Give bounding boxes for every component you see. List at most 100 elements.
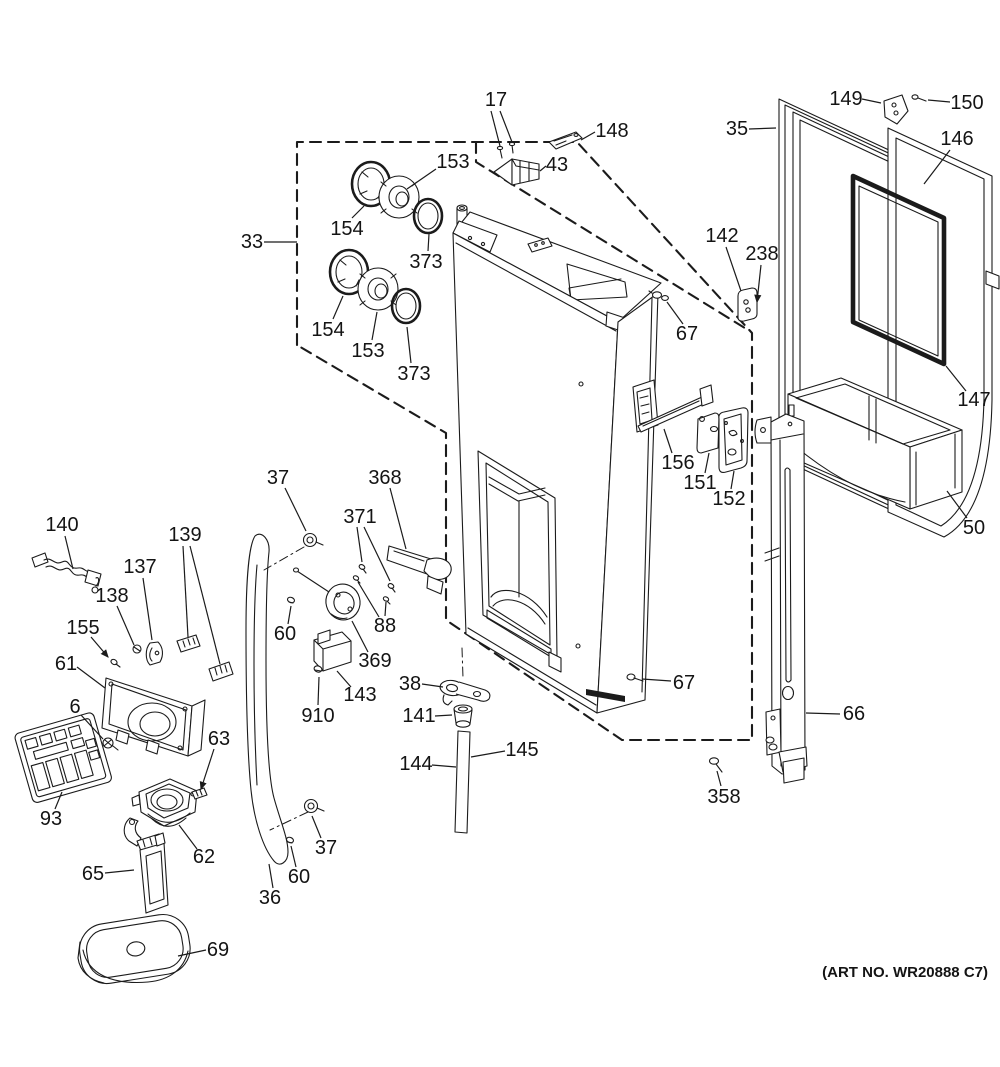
- leader-line-156: [663, 428, 673, 454]
- leader-line-43: [539, 165, 547, 172]
- leader-line-152: [730, 470, 735, 490]
- leader-line-36: [268, 863, 274, 889]
- leader-line-66: [805, 712, 841, 715]
- part-144-water-tube: [454, 730, 471, 834]
- part-150-screw: [911, 94, 927, 102]
- part-60-setscrew-bottom: [285, 836, 295, 844]
- part-36-handle: [245, 533, 289, 865]
- part-door-panel: [452, 204, 662, 714]
- part-label-238-15: 238: [745, 243, 778, 265]
- part-label-88-25: 88: [374, 615, 396, 637]
- leader-line-149: [861, 98, 882, 104]
- leader-line-142: [725, 246, 742, 292]
- part-label-37-48: 37: [315, 837, 337, 859]
- leader-line-35: [748, 127, 777, 130]
- part-148-plate: [548, 131, 583, 150]
- part-label-50-18: 50: [963, 517, 985, 539]
- part-label-143-27: 143: [343, 684, 376, 706]
- part-label-146-13: 146: [940, 128, 973, 150]
- part-label-154-7: 154: [311, 319, 344, 341]
- leader-line-67: [666, 301, 684, 325]
- part-label-60-29: 60: [274, 623, 296, 645]
- dashed-boundary-inner: [474, 140, 750, 332]
- leader-line-145: [470, 750, 506, 758]
- leader-line-146: [923, 149, 951, 185]
- part-371-screws: [358, 564, 396, 593]
- part-369-actuator-paddle: [292, 567, 361, 621]
- leader-line-358: [716, 770, 722, 787]
- leader-line-143: [336, 670, 352, 688]
- leader-line-154: [332, 295, 344, 320]
- part-label-148-1: 148: [595, 120, 628, 142]
- centerline-handle-bottom: [269, 811, 309, 831]
- leader-line-147: [945, 365, 967, 392]
- part-label-66-35: 66: [843, 703, 865, 725]
- part-label-93-44: 93: [40, 808, 62, 830]
- leader-line-65: [104, 869, 135, 874]
- leader-line-60: [287, 605, 292, 625]
- part-label-371-24: 371: [343, 506, 376, 528]
- part-69-drip-tray: [77, 913, 191, 985]
- part-93-control-board: [14, 712, 112, 803]
- inner-door-latch-notch: [985, 270, 1000, 290]
- dashed-boundary-group: [295, 140, 754, 742]
- part-50-door-bin: [787, 377, 963, 510]
- leader-line-373: [427, 233, 430, 252]
- leader-line-910: [317, 676, 320, 706]
- leader-line-38: [421, 683, 444, 688]
- part-373-ring-upper: [412, 197, 444, 235]
- part-label-61-42: 61: [55, 653, 77, 675]
- part-label-138-40: 138: [95, 585, 128, 607]
- part-label-137-39: 137: [123, 556, 156, 578]
- part-67-bearing-top: [648, 290, 669, 301]
- leader-line-144: [431, 764, 457, 768]
- leader-line-153: [371, 311, 378, 341]
- leader-line-61: [76, 666, 106, 689]
- part-label-43-2: 43: [546, 154, 568, 176]
- part-37-shoulder-screw-top: [302, 532, 324, 548]
- part-label-373-9: 373: [397, 363, 430, 385]
- part-156-strip: [637, 384, 714, 433]
- leader-line-37: [284, 487, 307, 532]
- part-358-screw: [708, 757, 723, 773]
- part-label-33-6: 33: [241, 231, 263, 253]
- part-label-152-21: 152: [712, 488, 745, 510]
- part-label-140-37: 140: [45, 514, 78, 536]
- leader-line-371: [363, 526, 391, 582]
- part-label-139-38: 139: [168, 524, 201, 546]
- part-label-358-36: 358: [707, 786, 740, 808]
- leader-line-88: [357, 581, 380, 618]
- part-151-plate: [696, 412, 720, 454]
- part-label-69-51: 69: [207, 939, 229, 961]
- part-label-147-17: 147: [957, 389, 990, 411]
- part-label-151-20: 151: [683, 472, 716, 494]
- part-88-screws: [352, 575, 391, 605]
- leader-line-60: [290, 845, 297, 868]
- part-153-flange-lower: [357, 267, 399, 311]
- part-label-35-12: 35: [726, 118, 748, 140]
- door-bottom-rod: [586, 689, 625, 702]
- part-label-153-8: 153: [351, 340, 384, 362]
- part-label-142-14: 142: [705, 225, 738, 247]
- leader-line-238: [754, 264, 762, 304]
- door-top-corner-cap: [452, 220, 498, 253]
- part-label-36-50: 36: [259, 887, 281, 909]
- part-label-373-5: 373: [409, 251, 442, 273]
- part-6-screw: [102, 737, 119, 751]
- part-label-141-31: 141: [402, 705, 435, 727]
- part-910-screw: [313, 665, 323, 673]
- part-141-grommet: [453, 704, 473, 728]
- leader-line-373: [406, 326, 412, 364]
- leader-line-88: [384, 601, 387, 617]
- door-top-small-plate: [527, 237, 553, 253]
- part-label-37-22: 37: [267, 467, 289, 489]
- leader-line-155: [90, 636, 109, 658]
- part-37-shoulder-screw-bottom: [303, 798, 325, 814]
- part-label-910-28: 910: [301, 705, 334, 727]
- leader-line-138: [116, 605, 135, 646]
- leader-line-139: [182, 545, 189, 638]
- leader-line-17: [499, 110, 513, 143]
- part-67-bearing-bottom: [626, 673, 644, 682]
